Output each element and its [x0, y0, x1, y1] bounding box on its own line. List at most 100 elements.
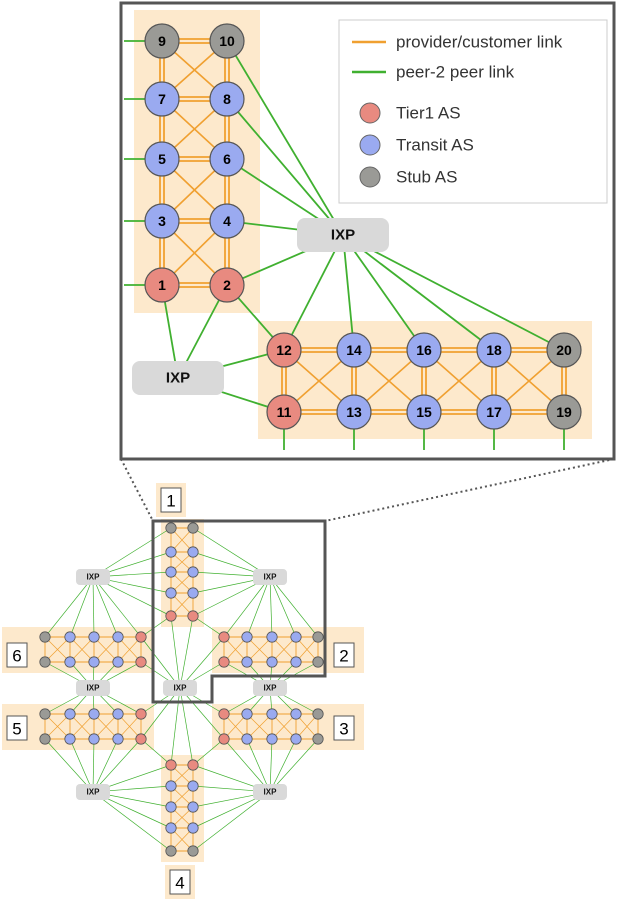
as-node-9	[144, 23, 180, 59]
provider-link	[246, 636, 273, 663]
overview-as-node	[135, 708, 147, 720]
region-number-3: 3	[339, 720, 348, 739]
as-node-label-9: 9	[158, 33, 166, 49]
ixp-exchange-overview	[76, 784, 110, 800]
peer-link	[246, 738, 271, 793]
as-node-label-4: 4	[223, 213, 231, 229]
ixp-exchange-overview	[253, 784, 287, 800]
ixp-label: IXP	[166, 370, 190, 387]
as-node-label-16: 16	[416, 342, 432, 358]
region-number-2: 2	[339, 647, 348, 666]
overview-as-node	[266, 733, 278, 745]
region-number-box	[6, 642, 28, 668]
provider-link	[117, 636, 142, 663]
peer-link	[192, 791, 271, 852]
peer-link	[226, 40, 344, 236]
region-number-box	[6, 715, 28, 741]
provider-link	[93, 636, 119, 663]
overview-as-node	[135, 733, 147, 745]
provider-link	[223, 636, 248, 663]
peer-link	[140, 738, 172, 766]
as-node-13	[336, 394, 372, 430]
as-node-label-10: 10	[219, 33, 235, 49]
peer-link	[269, 576, 273, 638]
overview-as-node	[241, 733, 253, 745]
as-node-15	[406, 394, 442, 430]
as-node-label-6: 6	[223, 151, 231, 167]
overview-as-node	[266, 656, 278, 668]
region-number-box	[333, 715, 355, 741]
overview-as-node	[165, 522, 177, 534]
overview-as-node	[165, 566, 177, 578]
peer-link	[92, 576, 95, 638]
overview-as-node	[165, 610, 177, 622]
overview-as-node	[218, 631, 230, 643]
provider-link	[246, 713, 273, 740]
legend-stub-swatch	[359, 166, 381, 188]
legend-provider-label: provider/customer link	[396, 33, 563, 52]
legend-stub-label: Stub AS	[396, 168, 457, 187]
peer-link	[179, 615, 194, 689]
peer-link	[342, 234, 565, 351]
provider-link	[69, 636, 95, 663]
overview-as-node	[187, 522, 199, 534]
region-number-6: 6	[12, 647, 21, 666]
ixp-exchange-overview	[76, 569, 110, 585]
overview-as-node	[64, 708, 76, 720]
peer-link	[192, 615, 225, 638]
overview-as-node	[165, 759, 177, 771]
overview-as-node	[112, 656, 124, 668]
peer-link	[223, 738, 271, 793]
overview-as-node	[312, 631, 324, 643]
overview-as-node	[165, 780, 177, 792]
region-number-box	[333, 642, 355, 668]
peer-link	[44, 738, 94, 793]
peer-link	[283, 234, 344, 351]
peer-link	[140, 636, 181, 689]
legend-transit-label: Transit AS	[396, 136, 474, 155]
peer-link	[269, 738, 297, 793]
region-number-box	[160, 487, 182, 513]
as-node-label-12: 12	[276, 342, 292, 358]
as-node-7	[144, 81, 180, 117]
peer-link	[342, 234, 355, 351]
overview-as-node	[88, 656, 100, 668]
legend-peer-label: peer-2 peer link	[396, 63, 515, 82]
overview-as-node	[187, 780, 199, 792]
region-number-box	[169, 869, 191, 895]
overview-as-node	[64, 631, 76, 643]
provider-link	[271, 713, 297, 740]
peer-link	[192, 738, 225, 766]
overview-as-node	[241, 631, 253, 643]
ixp-exchange-overview	[76, 680, 110, 696]
peer-link	[92, 576, 119, 638]
as-node-label-5: 5	[158, 151, 166, 167]
overview-as-node	[39, 631, 51, 643]
overview-as-node	[135, 656, 147, 668]
peer-link	[269, 738, 273, 793]
peer-link	[44, 576, 94, 638]
overview-as-node	[39, 733, 51, 745]
overview-as-node	[135, 631, 147, 643]
overview-as-node	[88, 631, 100, 643]
overview-as-node	[312, 708, 324, 720]
peer-link	[92, 576, 142, 638]
overview-as-node	[112, 733, 124, 745]
overview-as-node	[187, 546, 199, 558]
ixp-exchange-detail-1	[297, 218, 389, 252]
as-node-label-1: 1	[158, 277, 166, 293]
peer-link	[92, 738, 142, 793]
peer-link	[179, 687, 194, 766]
overview-as-node	[187, 587, 199, 599]
overview-as-node	[39, 708, 51, 720]
overview-as-node	[88, 733, 100, 745]
as-node-11	[266, 394, 302, 430]
region-number-1: 1	[166, 492, 175, 511]
overview-as-node	[312, 656, 324, 668]
ixp-label: IXP	[264, 788, 278, 797]
overview-as-node	[39, 656, 51, 668]
as-node-16	[406, 332, 442, 368]
legend-box	[338, 19, 608, 204]
